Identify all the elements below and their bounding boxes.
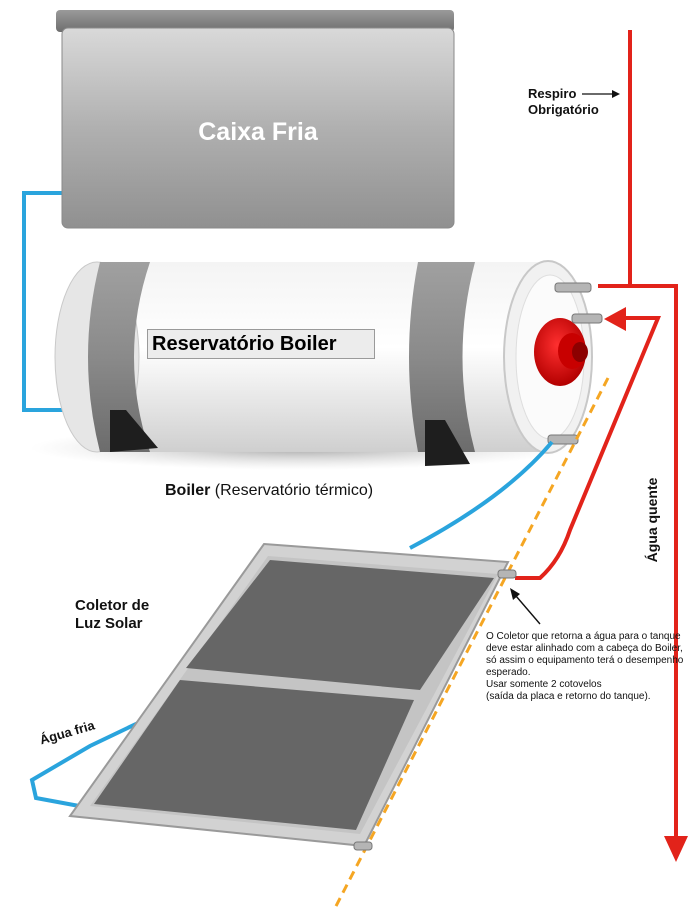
cold-pipe-collector-inlet <box>29 721 139 810</box>
boiler-leg-left <box>110 410 158 452</box>
vent-label: Respiro Obrigatório <box>528 86 599 118</box>
boiler-caption-rest: (Reservatório térmico) <box>210 482 374 499</box>
boiler-band-left <box>88 262 150 452</box>
cold-tank-label: Caixa Fria <box>198 118 318 146</box>
collector-label-line1: Coletor de <box>75 597 150 614</box>
hot-water-label: Água quente <box>644 477 660 563</box>
boiler <box>54 260 603 466</box>
hot-water-arrowhead <box>664 836 688 862</box>
note-pointer-line <box>515 595 541 625</box>
collector-top-nozzle <box>497 569 517 579</box>
collector-bottom-nozzle <box>353 841 373 851</box>
collector-label: Coletor de Luz Solar <box>75 597 149 633</box>
collector-panel-upper <box>186 560 494 690</box>
collector-panel-lower <box>94 680 414 830</box>
return-arrowhead <box>604 307 626 331</box>
collector-label-line2: Luz Solar <box>75 615 143 632</box>
boiler-caption-bold: Boiler <box>165 482 211 499</box>
note-pointer-head <box>510 588 520 600</box>
cold-pipe-boiler-to-collector <box>409 440 554 550</box>
elbow-detail: (saída da placa e retorno do tanque). <box>486 691 651 702</box>
installation-note: O Coletor que retorna a água para o tanq… <box>486 631 692 703</box>
solar-collector <box>68 542 517 851</box>
boiler-leg-right <box>425 420 470 466</box>
vent-pipe <box>598 30 632 288</box>
collector-return-pipe <box>515 316 661 580</box>
vent-label-line1: Respiro <box>528 86 577 101</box>
vent-pointer-head <box>612 90 620 98</box>
boiler-band-right <box>409 262 475 452</box>
cold-water-tank <box>56 10 455 229</box>
boiler-caption: Boiler (Reservatório térmico) <box>165 482 373 500</box>
boiler-outlet-stubs <box>547 282 603 445</box>
elbow-note: Usar somente 2 cotovelos <box>486 679 602 690</box>
boiler-badge: Reservatório Boiler <box>147 329 375 359</box>
alignment-note: O Coletor que retorna a água para o tanq… <box>486 631 684 678</box>
alignment-guide-line <box>332 377 610 911</box>
hot-water-drop <box>630 284 678 838</box>
vent-label-line2: Obrigatório <box>528 102 599 117</box>
cold-pipe-tank-to-boiler <box>22 191 68 412</box>
